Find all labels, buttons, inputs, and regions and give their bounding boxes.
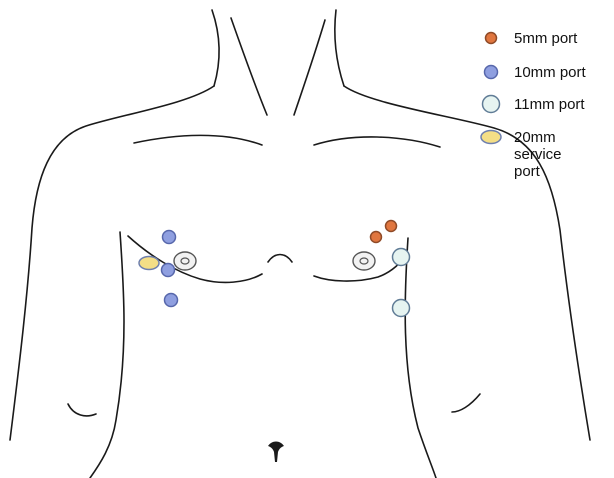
navel <box>268 442 284 463</box>
neck-right-muscle <box>294 20 325 115</box>
legend-label-10mm: 10mm port <box>514 64 587 81</box>
port-10mm-right-lower-marker <box>165 294 178 307</box>
left-collarbone <box>134 135 262 145</box>
legend-marker-10mm-icon <box>485 66 498 79</box>
left-torso-side <box>90 232 124 478</box>
port-10mm-right-upper-marker <box>163 231 176 244</box>
sternum-notch <box>268 255 292 263</box>
legend-item-5mm: 5mm port <box>486 30 579 47</box>
neck-left-outline <box>212 10 219 86</box>
legend-marker-20mm-icon <box>481 131 501 144</box>
legend-label-11mm: 11mm port <box>514 96 585 113</box>
port-11mm-left-nipple-marker <box>393 249 410 266</box>
nipples <box>174 252 375 270</box>
legend-label-20mm-line-1: 20mm <box>514 129 556 146</box>
legend-marker-11mm-icon <box>483 96 500 113</box>
legend-label-20mm-line-3: port <box>514 163 541 180</box>
right-torso-side <box>405 238 436 478</box>
port-5mm-left-upper-marker <box>371 232 382 243</box>
right-nipple <box>353 252 375 270</box>
port-20mm-right-nipple-marker <box>139 257 159 270</box>
port-10mm-right-nipple-marker <box>162 264 175 277</box>
legend-marker-5mm-icon <box>486 33 497 44</box>
left-elbow-crease <box>68 404 96 416</box>
neck-left-muscle <box>231 18 267 115</box>
port-5mm-left-upper-marker <box>386 221 397 232</box>
left-nipple <box>174 252 196 270</box>
legend-item-11mm: 11mm port <box>483 96 586 114</box>
torso-outline <box>10 10 590 478</box>
legend-label-20mm-line-2: service <box>514 146 562 163</box>
right-collarbone <box>314 137 440 147</box>
legend-label-5mm: 5mm port <box>514 30 578 47</box>
legend-item-10mm: 10mm port <box>485 64 587 81</box>
right-elbow-crease <box>452 394 480 412</box>
neck-right-outline <box>335 10 344 86</box>
legend: 5mm port 10mm port 11mm port 20mmservicepor… <box>481 30 587 180</box>
port-11mm-left-lower-marker <box>393 300 410 317</box>
